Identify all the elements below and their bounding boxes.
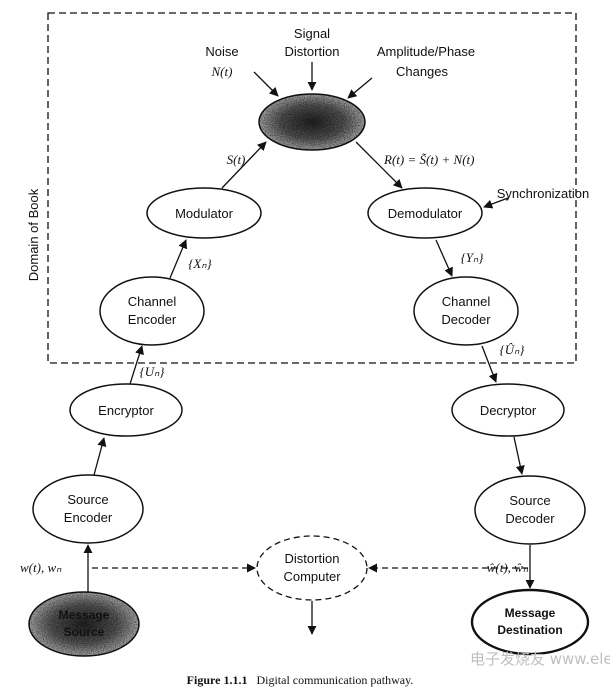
message-destination-label-2: Destination: [497, 623, 562, 637]
modulator-node: [146, 187, 262, 239]
noise-symbol: N(t): [211, 64, 233, 79]
decryptor-label: Decryptor: [480, 403, 537, 418]
distortion-computer-label-1: Distortion: [285, 551, 340, 566]
se-to-enc-arrow: [93, 437, 107, 476]
encryptor-label: Encryptor: [98, 403, 154, 418]
x-arrow: [169, 239, 188, 279]
channel-encoder-node: [99, 276, 205, 346]
u-label: {Uₙ}: [140, 364, 166, 379]
demodulator-label: Demodulator: [388, 206, 463, 221]
noise-arrow: [253, 71, 279, 97]
r-label: R(t) = S̃(t) + N(t): [383, 152, 474, 167]
source-decoder-node: [474, 475, 586, 545]
caption-text: Digital communication pathway.: [256, 673, 413, 687]
caption-figure-number: Figure 1.1.1: [187, 673, 248, 687]
encryptor-node: [69, 383, 183, 437]
channel-decoder-node: [413, 276, 519, 346]
source-decoder-label-2: Decoder: [505, 511, 555, 526]
demodulator-node: [367, 187, 483, 239]
decryptor-node: [451, 383, 565, 437]
dec-to-sd-arrow: [513, 436, 525, 475]
y-label: {Yₙ}: [461, 250, 485, 265]
source-encoder-label-2: Encoder: [64, 510, 113, 525]
s-arrow: [221, 141, 267, 189]
amplitude-label-2: Changes: [396, 64, 449, 79]
message-destination-label-1: Message: [505, 606, 556, 620]
message-destination-node: [470, 588, 590, 656]
x-label: {Xₙ}: [188, 256, 212, 271]
noise-label: Noise: [205, 44, 238, 59]
message-source-node: [28, 591, 140, 657]
signal-distortion-label-2: Distortion: [285, 44, 340, 59]
sync-label: Synchronization: [497, 186, 590, 201]
watermark: 电子发烧友 www.elecfans.com: [470, 650, 610, 668]
channel-decoder-label-2: Decoder: [441, 312, 491, 327]
r-arrow: [355, 141, 403, 189]
signal-distortion-label-1: Signal: [294, 26, 330, 41]
domain-boundary: [47, 12, 577, 364]
u-hat-label: {Ûₙ}: [500, 342, 526, 357]
u-arrow: [129, 345, 144, 385]
channel-encoder-label-1: Channel: [128, 294, 177, 309]
message-source-label-1: Message: [59, 608, 110, 622]
domain-label: Domain of Book: [26, 188, 41, 281]
u-hat-arrow: [481, 345, 498, 383]
figure-caption: Figure 1.1.1 Digital communication pathw…: [187, 673, 414, 687]
amplitude-arrow: [347, 77, 373, 99]
channel-encoder-label-2: Encoder: [128, 312, 177, 327]
message-source-label-2: Source: [64, 625, 105, 639]
sync-arrow: [483, 197, 509, 209]
modulator-label: Modulator: [175, 206, 233, 221]
source-encoder-label-1: Source: [67, 492, 108, 507]
s-label: S(t): [227, 152, 246, 167]
distortion-computer-label-2: Computer: [283, 569, 341, 584]
source-encoder-node: [32, 474, 144, 544]
w-in-label: w(t), wₙ: [20, 560, 62, 575]
channel-decoder-label-1: Channel: [442, 294, 491, 309]
channel-node: [258, 93, 366, 151]
distortion-computer-node: [256, 535, 368, 601]
source-decoder-label-1: Source: [509, 493, 550, 508]
y-arrow: [435, 239, 453, 277]
amplitude-label-1: Amplitude/Phase: [377, 44, 475, 59]
